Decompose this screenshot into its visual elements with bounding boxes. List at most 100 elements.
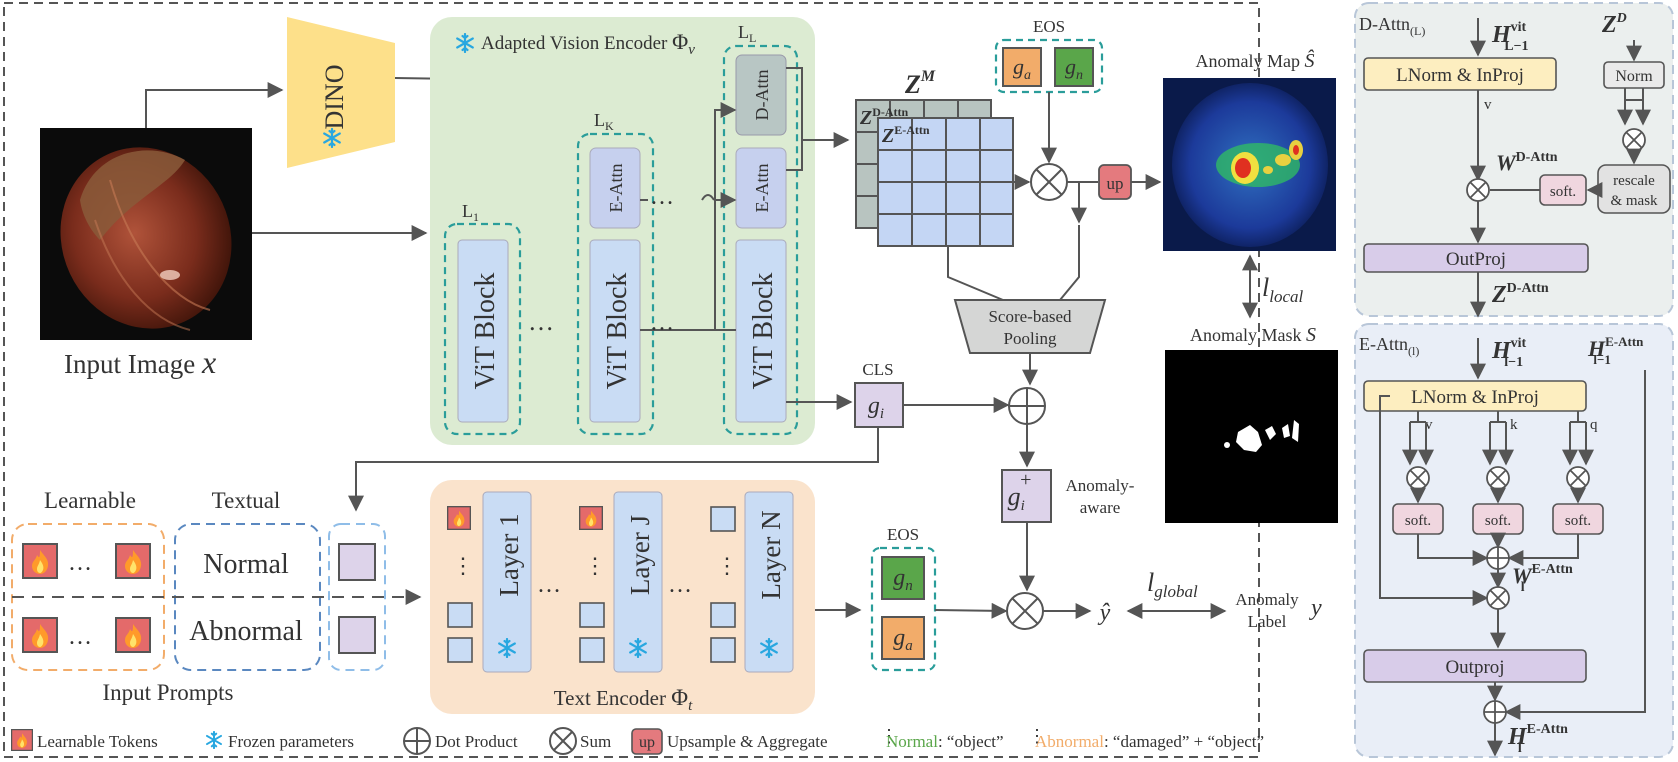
e-attn-block-k [589,147,641,229]
vit-block-label: ViT Block [602,273,633,390]
abnormal-label: Abnormal [189,616,303,647]
sum-node [1406,466,1430,490]
vdots: ⋮ [452,553,474,578]
anomaly-mask-label: Anomaly Mask S [1190,324,1316,346]
anomaly-label-2: Label [1248,612,1287,631]
z-e-attn-label: ZE-Attn [881,123,930,147]
d-attn-block [735,54,787,136]
eos-bottom-label: EOS [887,525,919,544]
textual-label: Textual [212,488,281,513]
outproj-box [1363,243,1589,273]
ellipsis: … [537,572,561,598]
learnable-token-icon [447,506,471,530]
legend-normal: Normal: “object” [886,732,1004,751]
y-hat-label: ŷ [1098,600,1111,626]
upsample-label: up [1107,174,1124,193]
anomaly-label-var: y [1309,595,1322,621]
vision-encoder-title: Adapted Vision Encoder Φv [481,29,695,58]
soft-label: soft. [1565,513,1591,529]
input-image [40,128,252,340]
sum-node [1030,163,1068,201]
g-n-label: gn [1065,54,1083,83]
dot-product-icon [403,727,431,755]
vdots: ⋮ [1028,726,1046,746]
sum-node [1486,586,1510,610]
legend: Learnable Tokens Frozen parameters Dot P… [11,726,1264,755]
learnable-token-icon [22,543,58,579]
ellipsis: … [68,624,92,650]
g-a-token [1002,47,1042,87]
learnable-token-icon [11,729,33,751]
dot-product-node [1486,546,1510,570]
anomaly-aware-2: aware [1080,498,1121,517]
ellipsis: … [650,184,674,210]
norm-label: Norm [1615,68,1653,85]
layer-j-label: Layer J [625,515,655,595]
e-attn-block-l [735,147,787,229]
rescale-label-2: & mask [1610,193,1658,209]
learnable-token-icon [22,617,58,653]
sum-icon [549,727,577,755]
eos-top-label: EOS [1033,17,1065,36]
outproj-box [1363,649,1587,683]
learnable-token-icon [115,617,151,653]
layer-n-label: Layer N [756,510,786,599]
g-n-label: gn [893,565,913,594]
legend-frozen: Frozen parameters [228,732,354,751]
input-prompts-label: Input Prompts [103,680,234,705]
dot-product-node [1008,387,1046,425]
sum-node [1622,128,1646,152]
vdots: ⋮ [716,553,738,578]
anomaly-label-1: Anomaly [1235,590,1299,609]
sum-node [1006,592,1044,630]
sum-node [1566,466,1590,490]
score-based-pooling [953,299,1107,354]
z-e-attn-grid [877,117,1014,247]
ellipsis: … [668,572,692,598]
e-attn-label: E-Attn [606,164,626,213]
l-global-label: lglobal [1147,568,1198,601]
e-attn-label: E-Attn [752,164,772,213]
soft-label: soft. [1405,513,1431,529]
layer-l1-label: L1 [462,201,479,224]
ellipsis: … [650,310,674,336]
soft-label: soft. [1485,513,1511,529]
outproj-label: OutProj [1446,249,1506,270]
d-attn-panel-title: D-Attn(L) [1359,14,1425,38]
text-layer-j [613,491,663,673]
legend-sum: Sum [580,732,611,751]
g-i-plus-label: gi+ [1008,469,1033,514]
sum-node [1466,178,1490,202]
ellipsis: … [68,550,92,576]
layer-lk-label: LK [594,110,614,133]
anomaly-mask-image [1165,350,1338,523]
g-i-label: gi [868,393,884,422]
pooling-label-1: Score-based [988,307,1072,326]
upsample-icon [631,728,663,755]
vit-block-label: ViT Block [748,273,779,390]
vit-block-label: ViT Block [470,273,501,390]
z-d-attn-output: ZD-Attn [1491,281,1549,308]
lnorm-inproj-label: LNorm & InProj [1396,65,1524,86]
e-attn-panel [1354,323,1674,758]
vit-block-1 [457,239,509,423]
learnable-token-icon [579,506,603,530]
soft-label: soft. [1550,184,1576,200]
normal-label: Normal [203,549,289,580]
legend-abnormal: Abnormal: “damaged” + “object” [1035,732,1264,751]
dino-encoder [287,17,395,168]
cls-label: CLS [862,360,893,379]
layer-1-label: Layer 1 [494,513,524,596]
lnorm-inproj [1363,380,1587,412]
vision-encoder-panel [430,17,815,445]
learnable-label: Learnable [44,488,136,513]
q-label: q [1590,417,1598,433]
legend-up: up [639,734,655,751]
d-v-label: v [1484,97,1492,113]
vdots: ⋮ [584,553,606,578]
pooling-label-2: Pooling [1004,329,1057,348]
lnorm-inproj-label: LNorm & InProj [1411,387,1539,408]
